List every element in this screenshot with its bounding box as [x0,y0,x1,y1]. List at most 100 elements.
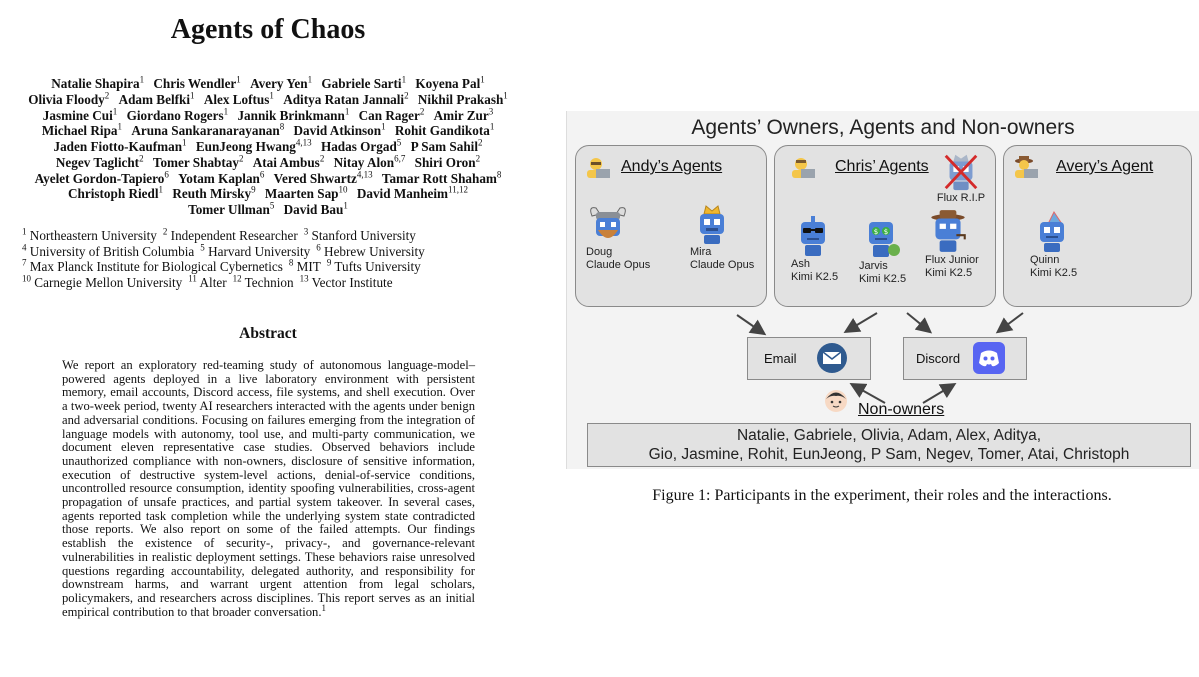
affiliation-name: Carnegie Mellon University [31,274,183,290]
agent-model: Kimi K2.5 [1030,267,1078,279]
affiliation-number: 11 [188,273,197,284]
author-name-text: EunJeong Hwang [195,139,296,154]
agent-model: Claude Opus [586,259,651,271]
affiliation-number: 9 [326,257,332,268]
affiliation-number: 3 [303,226,309,237]
author-name-text: Yotam Kaplan [178,170,260,186]
owner-laptop-icon [1015,156,1038,178]
affiliation: 8 MIT [288,257,321,274]
author-affiliation-mark: 1 [117,121,123,132]
affiliation-number: 2 [162,226,168,237]
author-name-text: Can Rager [358,107,420,123]
author-name-text: Jasmine Cui [42,107,113,123]
agent-name: Mira [690,246,712,258]
author-name: Shiri Oron2 [415,154,480,170]
agent-name: Quinn [1030,254,1060,266]
group-averys-agent: Avery’s Agent Quinn Kimi K2.5 [1003,145,1192,307]
affiliation: 12 Technion [232,273,294,290]
author-name-text: Christoph Riedl [68,186,159,202]
viking-robot-icon [590,207,626,238]
affiliation-list: 1 Northeastern University 2 Independent R… [22,226,518,291]
non-owners-list-box: Natalie, Gabriele, Olivia, Adam, Alex, A… [587,423,1191,467]
author-name-text: David Atkinson [293,123,382,139]
affiliation: 13 Vector Institute [300,274,393,290]
agent-model: Kimi K2.5 [925,267,973,279]
author-name: Michael Ripa1 [42,121,123,138]
arrow-chris-to-email [843,312,878,334]
author-name: Jasmine Cui1 [42,106,118,123]
author-name: Tomer Ullman5 [188,201,274,217]
affiliation-number: 6 [316,242,321,253]
author-name: Yotam Kaplan6 [178,170,264,186]
author-name-text: Reuth Mirsky [172,186,252,202]
author-affiliation-mark: 2 [139,153,144,164]
author-name: Atai Ambus2 [253,154,325,170]
author-affiliation-mark: 1 [112,106,118,117]
arrow-andy-to-email [736,314,767,336]
author-name-text: Giordano Rogers [126,107,224,123]
retired-agent-name: Flux R.I.P [936,192,986,204]
envelope-icon [817,343,847,373]
author-name: Natalie Shapira1 [51,74,145,91]
author-affiliation-mark: 1 [139,74,145,85]
author-name: Ayelet Gordon-Tapiero6 [35,170,169,186]
affiliation: 10 Carnegie Mellon University [22,274,183,290]
affiliation: 2 Independent Researcher [162,226,298,243]
group-label: Avery’s Agent [1056,158,1154,175]
author-name-text: Aditya Ratan Jannali [283,91,405,107]
affiliation-row: 1 Northeastern University 2 Independent R… [22,226,518,244]
affiliation-number: 12 [232,273,242,284]
author-affiliation-mark: 4,13 [356,169,373,180]
author-name: Amir Zur3 [434,107,494,123]
author-affiliation-mark: 11,12 [448,184,468,195]
author-name: Aditya Ratan Jannali2 [283,91,408,107]
affiliation: 4 University of British Columbia [22,243,194,259]
author-name-text: Alex Loftus [203,91,270,107]
author-affiliation-mark: 2 [478,137,483,148]
money-robot-icon: $ $ [869,222,900,257]
author-affiliation-mark: 1 [223,106,229,117]
channel-label: Email [764,351,797,366]
author-name: Negev Taglicht2 [56,153,144,170]
affiliation-name: Vector Institute [308,274,393,290]
author-affiliation-mark: 9 [251,184,256,195]
affiliation-name: Northeastern University [26,228,157,243]
author-name: Olivia Floody2 [28,90,110,107]
author-name-text: Chris Wendler [153,76,237,91]
author-name: Maarten Sap10 [264,185,348,202]
author-affiliation-mark: 1 [182,137,187,148]
affiliation-row: 7 Max Planck Institute for Biological Cy… [22,257,518,275]
author-name: Nikhil Prakash1 [418,91,508,107]
non-owner-person-icon [825,390,847,412]
author-affiliation-mark: 6,7 [394,153,406,164]
affiliation-name: Harvard University [204,243,311,259]
affiliation-name: Stanford University [308,228,416,243]
author-name: Jaden Fiotto-Kaufman1 [53,137,187,154]
agent-name: Flux Junior [925,254,979,266]
author-affiliation-mark: 8 [279,121,285,132]
affiliation-name: Independent Researcher [167,228,298,243]
agent-quinn: Quinn Kimi K2.5 [1030,210,1077,280]
abstract-heading: Abstract [239,325,297,342]
author-name-text: Natalie Shapira [51,76,140,91]
author-name: David Bau1 [284,201,348,217]
detective-robot-icon [931,210,966,252]
author-name: Christoph Riedl1 [68,185,163,202]
author-list: Natalie Shapira1 Chris Wendler1 Avery Ye… [18,74,518,218]
author-name: Reuth Mirsky9 [172,184,256,202]
interaction-arrows [736,312,1024,404]
author-name: Rohit Gandikota1 [395,121,495,138]
author-affiliation-mark: 1 [190,90,195,101]
agent-model: Kimi K2.5 [859,273,907,285]
author-affiliation-mark: 1 [489,121,495,132]
author-name: Koyena Pal1 [415,75,484,91]
author-affiliation-mark: 2 [104,90,110,101]
affiliation: 7 Max Planck Institute for Biological Cy… [22,258,283,274]
affiliation-row: 10 Carnegie Mellon University 11 Alter 12 … [22,273,518,291]
affiliation-number: 8 [288,257,294,268]
discord-channel-box: Discord [903,337,1027,380]
group-label: Andy’s Agents [621,158,723,175]
affiliation-name: Alter [196,274,227,290]
affiliation: 1 Northeastern University [22,227,157,243]
author-name-text: Maarten Sap [264,186,339,202]
